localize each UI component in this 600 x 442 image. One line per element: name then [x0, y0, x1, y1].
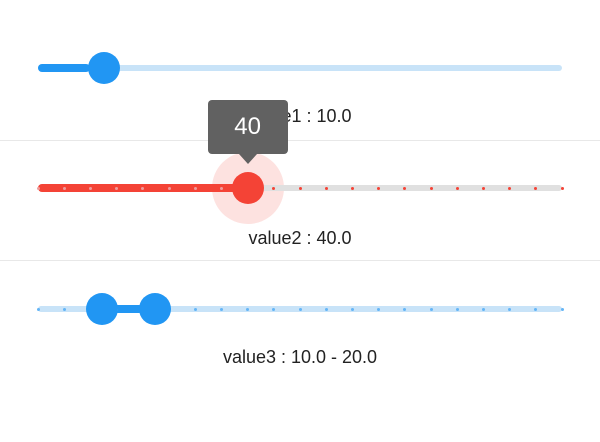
slider1-value-label: value1 : 10.0 — [248, 106, 352, 126]
range-slider-tick — [403, 307, 407, 311]
slider2-tick — [272, 186, 276, 190]
slider2-tooltip-arrow — [238, 154, 257, 164]
range-slider-tick — [481, 307, 485, 311]
divider-1 — [0, 140, 600, 141]
range-slider-start-thumb[interactable] — [86, 293, 119, 325]
slider2-thumb[interactable] — [231, 172, 264, 204]
slider2-section: value2 : 40.0 — [0, 141, 600, 260]
slider1-thumb[interactable] — [88, 52, 121, 84]
slider2-tick — [193, 186, 197, 190]
slider2-value-tooltip: 40 — [207, 100, 288, 154]
slider2-tick — [508, 186, 512, 190]
range-slider-tick — [219, 307, 223, 311]
range-slider-tick — [377, 307, 381, 311]
range-slider-tick — [36, 307, 40, 311]
range-slider-tick — [534, 307, 538, 311]
slider1-section: value1 : 10.0 — [0, 0, 600, 140]
slider2-tick — [403, 186, 407, 190]
slider3-value-label: value3 : 10.0 - 20.0 — [222, 347, 378, 367]
slider2-tick — [429, 186, 433, 190]
range-slider-tick — [429, 307, 433, 311]
slider2-tick — [36, 186, 40, 190]
slider2-tick — [534, 186, 538, 190]
slider2-tick — [62, 186, 66, 190]
slider2-tick — [324, 186, 328, 190]
slider2-tick — [88, 186, 92, 190]
range-slider-tick — [350, 307, 354, 311]
slider1-active-track[interactable] — [38, 64, 91, 72]
range-slider-tick — [560, 307, 564, 311]
range-slider-tick — [193, 307, 197, 311]
slider2-value-label: value2 : 40.0 — [248, 228, 352, 248]
range-slider-tick — [62, 307, 66, 311]
range-slider-tick — [324, 307, 328, 311]
slider3-section: value3 : 10.0 - 20.0 — [0, 261, 600, 442]
slider2-tick — [141, 186, 145, 190]
slider2-tick — [219, 186, 223, 190]
slider2-tick — [560, 186, 564, 190]
slider2-tick — [350, 186, 354, 190]
range-slider-tick — [455, 307, 459, 311]
range-slider-tick — [508, 307, 512, 311]
slider2-tick — [481, 186, 485, 190]
slider2-tick — [298, 186, 302, 190]
range-slider-tick — [272, 307, 276, 311]
divider-2 — [0, 260, 600, 261]
range-slider-tick — [298, 307, 302, 311]
slider2-tick — [115, 186, 119, 190]
slider2-tick — [377, 186, 381, 190]
range-slider-end-thumb[interactable] — [138, 293, 171, 325]
slider2-tick — [167, 186, 171, 190]
slider2-tick — [455, 186, 459, 190]
slider1-inactive-track[interactable] — [38, 65, 562, 71]
range-slider-tick — [246, 307, 250, 311]
